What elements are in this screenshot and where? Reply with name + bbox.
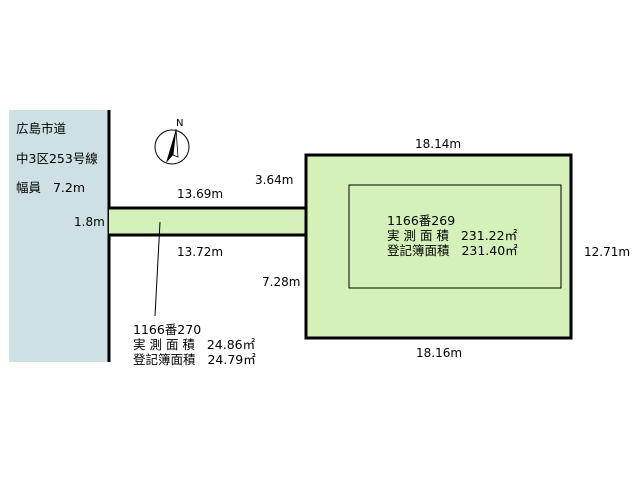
dimension-flag-left-top: 3.64m [255, 173, 294, 187]
pole-lot-measured-value: 24.86㎡ [206, 337, 256, 352]
main-lot-number: 1166番269 [387, 213, 456, 228]
dimension-pole-bottom: 13.72m [177, 245, 224, 259]
pole-lot-measured: 実 測 面 積 24.86㎡ [133, 338, 255, 352]
dimension-right: 12.71m [584, 245, 631, 259]
road-strip [9, 110, 109, 362]
road-width: 幅員 7.2m [16, 180, 85, 195]
road-route: 中3区253号線 [16, 151, 98, 166]
dimension-flag-left-bottom: 7.28m [262, 275, 301, 289]
north-label: N [176, 118, 184, 129]
dimension-pole-top: 13.69m [177, 187, 224, 201]
pole-lot-registered-label: 登記簿面積 [133, 352, 196, 367]
road-width-label: 幅員 [16, 180, 42, 195]
dimension-top: 18.14m [415, 137, 462, 151]
pole-lot-number: 1166番270 [133, 322, 202, 337]
main-lot-measured-value: 231.22㎡ [460, 228, 518, 243]
main-lot-measured: 実 測 面 積 231.22㎡ [387, 229, 517, 243]
access-strip [109, 208, 306, 235]
pole-lot-leader-line [154, 221, 161, 317]
pole-lot-registered-value: 24.79㎡ [207, 352, 256, 367]
main-lot-measured-label: 実 測 面 積 [387, 228, 449, 243]
dimension-pole-width: 1.8m [74, 215, 105, 229]
north-arrow-icon [154, 128, 190, 165]
dimension-bottom: 18.16m [416, 346, 463, 360]
road-width-value: 7.2m [52, 180, 85, 195]
pole-lot-measured-label: 実 測 面 積 [133, 337, 195, 352]
main-lot-registered-label: 登記簿面積 [387, 243, 450, 258]
building-footprint [348, 184, 562, 289]
main-lot-registered: 登記簿面積 231.40㎡ [387, 244, 518, 258]
pole-lot-registered: 登記簿面積 24.79㎡ [133, 353, 256, 367]
main-lot-registered-value: 231.40㎡ [461, 243, 518, 258]
road-name: 広島市道 [16, 121, 67, 136]
